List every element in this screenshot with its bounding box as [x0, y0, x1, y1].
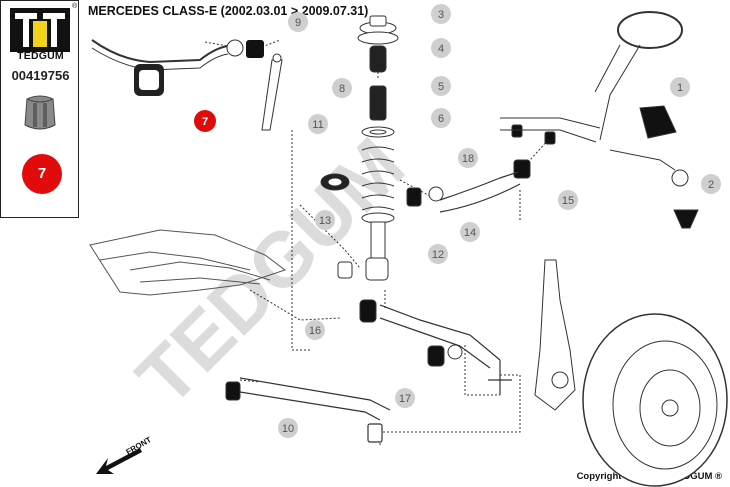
- callout-5-circle: [431, 76, 451, 96]
- callout-9-label: 9: [295, 17, 301, 29]
- link-bushings: [226, 39, 283, 131]
- callout-16-circle: [305, 320, 325, 340]
- callout-9-circle: [288, 12, 308, 32]
- callout-12-label: 12: [432, 249, 444, 261]
- callout-3-circle: [431, 4, 451, 24]
- suspension-diagram: TEDGUM: [89, 4, 728, 487]
- callout-14-circle: [460, 222, 480, 242]
- callout-8-label: 8: [339, 83, 345, 95]
- callout-3-label: 3: [438, 9, 444, 21]
- callout-1-label: 1: [677, 82, 683, 94]
- callout-15-label: 15: [562, 195, 574, 207]
- callout-4-label: 4: [438, 43, 444, 55]
- callout-12-circle: [428, 244, 448, 264]
- stabilizer-bar: [91, 39, 229, 96]
- callout-11-label: 11: [312, 119, 323, 131]
- callout-10-label: 10: [282, 423, 294, 435]
- callout-14-label: 14: [464, 227, 476, 239]
- callout-6-label: 6: [438, 113, 444, 125]
- callout-7-circle: [194, 110, 216, 132]
- callout-18-label: 18: [462, 153, 474, 165]
- steering-gear: [500, 11, 689, 187]
- part-info-panel: ® TEDGUM 00419756 7: [0, 0, 79, 218]
- part-number: 00419756: [11, 68, 70, 83]
- callout-11-circle: [308, 114, 328, 134]
- callout-13-circle: [315, 210, 335, 230]
- bushing-thumbnail: [24, 95, 56, 130]
- callout-2-label: 2: [708, 179, 714, 191]
- bushings: [225, 105, 699, 401]
- callout-4-circle: [431, 38, 451, 58]
- registered-mark: ®: [72, 3, 78, 10]
- brand-name: TEDGUM: [17, 50, 64, 62]
- tedgum-logo: [10, 8, 70, 52]
- callout-1-circle: [670, 77, 690, 97]
- callout-16-label: 16: [309, 325, 321, 337]
- strut-assembly: [320, 15, 399, 281]
- callout-10-circle: [278, 418, 298, 438]
- callout-13-label: 13: [319, 215, 331, 227]
- steering-knuckle: [534, 259, 576, 411]
- wheel: [582, 313, 728, 487]
- callout-2-circle: [701, 174, 721, 194]
- callout-7-label: 7: [202, 116, 208, 128]
- control-arms: [239, 171, 521, 443]
- front-direction-arrow: FRONT: [96, 435, 153, 474]
- subframe: [89, 229, 287, 296]
- callout-8-circle: [332, 78, 352, 98]
- callout-6-circle: [431, 108, 451, 128]
- callout-15-circle: [558, 190, 578, 210]
- callout-17-label: 17: [399, 393, 411, 405]
- selected-callout-badge: 7: [22, 154, 62, 194]
- callout-18-circle: [458, 148, 478, 168]
- callout-17-circle: [395, 388, 415, 408]
- callout-5-label: 5: [438, 81, 444, 93]
